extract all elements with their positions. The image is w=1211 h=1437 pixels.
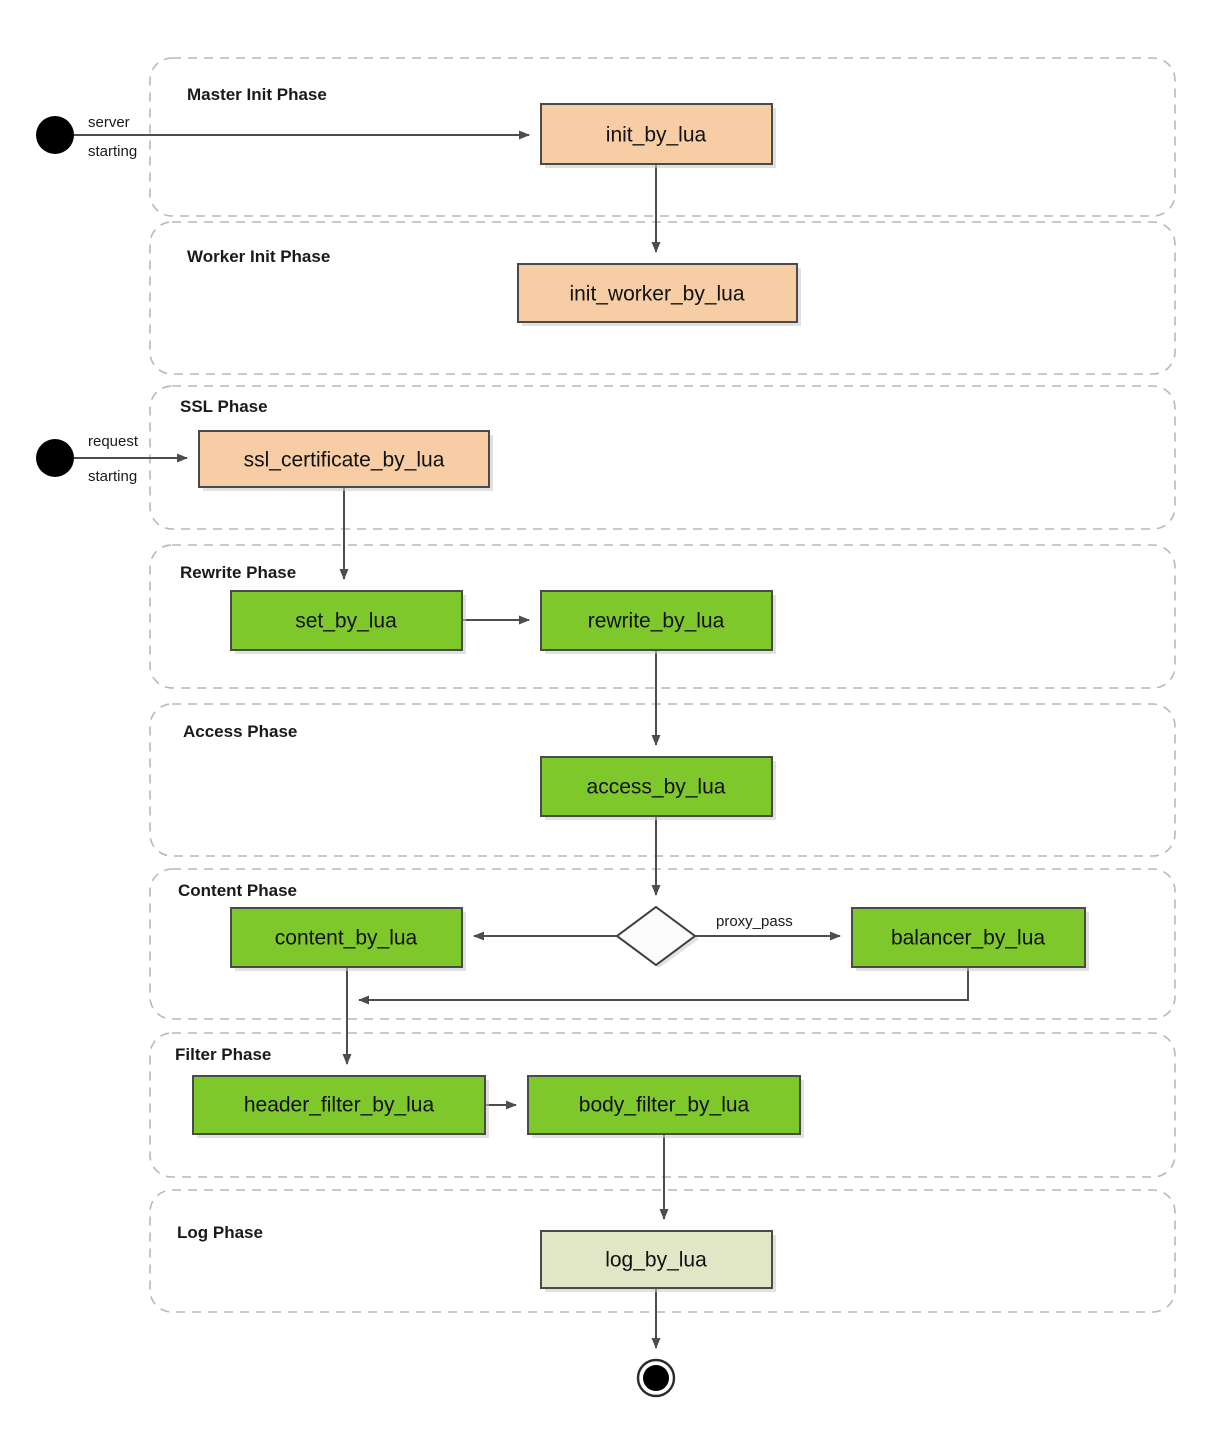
node-label-set-by-lua: set_by_lua (295, 610, 397, 633)
phase-label-master-init: Master Init Phase (187, 85, 327, 104)
edge-label-starting-request: starting (88, 468, 137, 485)
end-node-ring (636, 1358, 676, 1398)
node-label-init-by-lua: init_by_lua (606, 124, 707, 147)
node-rect-log-by-lua (540, 1230, 773, 1289)
node-label-init-worker-by-lua: init_worker_by_lua (569, 283, 744, 306)
phase-label-access: Access Phase (183, 722, 297, 741)
node-label-rewrite-by-lua: rewrite_by_lua (588, 610, 725, 633)
node-header-filter-by-lua[interactable]: header_filter_by_lua (192, 1075, 489, 1138)
node-label-body-filter-by-lua: body_filter_by_lua (579, 1094, 750, 1117)
node-rect-access-by-lua (540, 756, 773, 817)
end-node-icon (636, 1358, 676, 1398)
edge-label-proxy-pass: proxy_pass (716, 913, 793, 930)
node-label-access-by-lua: access_by_lua (587, 776, 726, 799)
node-label-content-by-lua: content_by_lua (275, 927, 418, 950)
node-rect-set-by-lua (230, 590, 463, 651)
edges (74, 130, 969, 1349)
phase-label-ssl: SSL Phase (180, 397, 268, 416)
node-content-by-lua[interactable]: content_by_lua (230, 907, 466, 971)
node-init-by-lua[interactable]: init_by_lua (540, 103, 776, 168)
node-rect-balancer-by-lua (851, 907, 1086, 968)
nodes: init_by_lua init_worker_by_lua ssl_certi… (192, 103, 1089, 1292)
edge-balancer-return (358, 967, 969, 1005)
node-rewrite-by-lua[interactable]: rewrite_by_lua (540, 590, 776, 654)
edge-labels: server starting request starting proxy_p… (88, 114, 793, 930)
edge-label-server: server (88, 114, 130, 131)
node-rect-ssl-certificate-by-lua (198, 430, 490, 488)
node-label-balancer-by-lua: balancer_by_lua (891, 927, 1045, 950)
node-ssl-certificate-by-lua[interactable]: ssl_certificate_by_lua (198, 430, 493, 491)
start-node-request-icon (36, 439, 74, 477)
node-set-by-lua[interactable]: set_by_lua (230, 590, 466, 654)
node-balancer-by-lua[interactable]: balancer_by_lua (851, 907, 1089, 971)
edge-label-starting-server: starting (88, 143, 137, 160)
node-rect-init-by-lua (540, 103, 773, 165)
phase-label-filter: Filter Phase (175, 1045, 271, 1064)
terminals (36, 116, 676, 1398)
node-label-header-filter-by-lua: header_filter_by_lua (244, 1094, 435, 1117)
node-rect-rewrite-by-lua (540, 590, 773, 651)
phase-label-log: Log Phase (177, 1223, 263, 1242)
end-node-dot (643, 1365, 669, 1391)
node-log-by-lua[interactable]: log_by_lua (540, 1230, 776, 1292)
node-rect-content-by-lua (230, 907, 463, 968)
node-label-ssl-certificate-by-lua: ssl_certificate_by_lua (244, 449, 445, 472)
edge-label-request: request (88, 433, 139, 450)
start-node-server-icon (36, 116, 74, 154)
node-access-by-lua[interactable]: access_by_lua (540, 756, 776, 820)
phase-label-rewrite: Rewrite Phase (180, 563, 296, 582)
node-rect-init-worker-by-lua (517, 263, 798, 323)
node-init-worker-by-lua[interactable]: init_worker_by_lua (517, 263, 801, 326)
node-label-log-by-lua: log_by_lua (605, 1249, 707, 1272)
node-rect-header-filter-by-lua (192, 1075, 486, 1135)
decision-diamond (615, 905, 697, 967)
phase-label-content: Content Phase (178, 881, 297, 900)
proxy-decision-node[interactable] (615, 905, 699, 968)
node-body-filter-by-lua[interactable]: body_filter_by_lua (527, 1075, 804, 1138)
phase-label-worker-init: Worker Init Phase (187, 247, 330, 266)
node-rect-body-filter-by-lua (527, 1075, 801, 1135)
